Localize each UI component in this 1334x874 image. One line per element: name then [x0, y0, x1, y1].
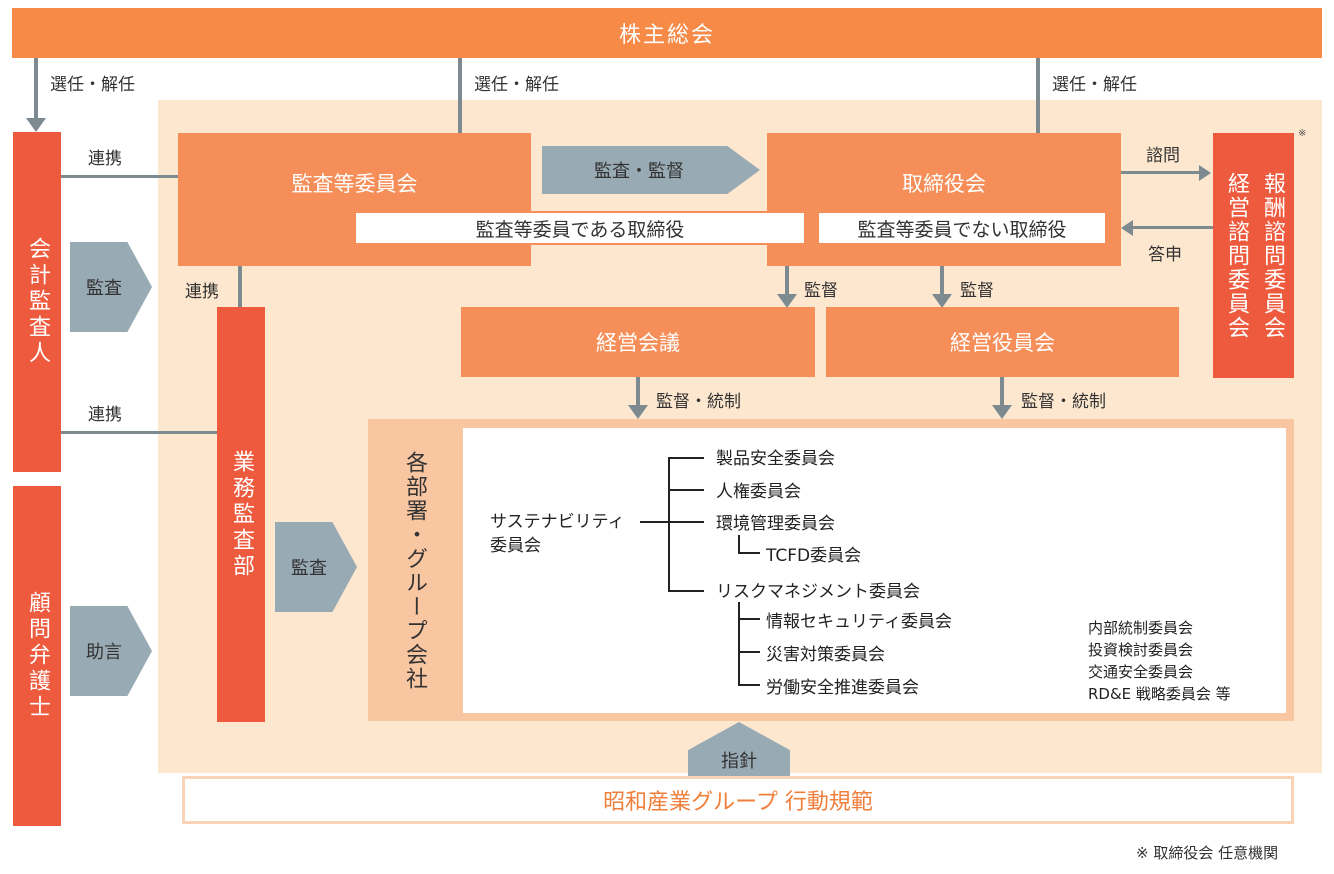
departments-group: 各部署・グループ会社 [370, 430, 458, 712]
elect-label-left: 選任・解任 [50, 75, 135, 95]
committee-internal-control: 内部統制委員会 [1088, 619, 1194, 637]
compensation-committee: 報酬諮問委員会 [1257, 151, 1287, 361]
committee-environment: 環境管理委員会 [716, 514, 835, 534]
committee-tcfd: TCFD委員会 [766, 546, 862, 566]
control-label-1: 監督・統制 [656, 392, 741, 412]
consult-arrowhead [1199, 165, 1211, 181]
committees-panel [463, 428, 1286, 713]
renkei-line-top [61, 175, 179, 178]
reply-arrowhead [1121, 220, 1133, 236]
supervise-arrowhead-1 [777, 294, 797, 308]
other-committees: 内部統制委員会 投資検討委員会 交通安全委員会 RD&E 戦略委員会 等 [1088, 617, 1231, 705]
elect-line-left [34, 58, 38, 124]
control-arrowhead-2 [992, 405, 1012, 419]
sustainability-label-2: 委員会 [490, 536, 541, 556]
legal-advisor: 顧問弁護士 [13, 486, 61, 826]
committee-rde-strategy: RD&E 戦略委員会 等 [1088, 685, 1231, 703]
committee-traffic-safety: 交通安全委員会 [1088, 663, 1194, 681]
non-audit-director-box: 監査等委員でない取締役 [817, 211, 1107, 245]
risk-sub-branch-1 [738, 618, 760, 620]
committee-risk-management: リスクマネジメント委員会 [716, 582, 920, 602]
nomination-label: 経営諮問委員会 [1224, 172, 1249, 340]
committee-human-rights: 人権委員会 [716, 482, 801, 502]
sustainability-label-1: サステナビリティ [490, 512, 625, 532]
code-of-conduct: 昭和産業グループ 行動規範 [182, 776, 1294, 824]
committee-product-safety: 製品安全委員会 [716, 449, 835, 469]
internal-audit-label: 業務監査部 [229, 449, 254, 580]
audit-committee-label: 監査等委員会 [291, 172, 418, 196]
supervise-line-2 [940, 266, 944, 296]
tree-root-connector [640, 521, 670, 523]
legal-advisor-label: 顧問弁護士 [25, 591, 50, 721]
renkei-line-bottom [61, 431, 217, 434]
control-line-1 [636, 377, 640, 407]
elect-line-middle [458, 58, 462, 198]
internal-audit-dept: 業務監査部 [217, 307, 265, 722]
elect-label-right: 選任・解任 [1052, 75, 1137, 95]
elect-line-right [1036, 58, 1040, 198]
consult-label: 諮問 [1146, 146, 1180, 166]
footnote: ※ 取締役会 任意機関 [1136, 844, 1279, 862]
control-line-2 [1000, 377, 1004, 407]
management-meeting: 経営会議 [461, 307, 815, 377]
tree-branch-1 [668, 457, 704, 459]
shareholders-meeting: 株主総会 [12, 8, 1322, 58]
consult-line [1121, 171, 1203, 174]
risk-sub-trunk [738, 602, 740, 686]
control-label-2: 監督・統制 [1021, 392, 1106, 412]
nomination-committee: 経営諮問委員会 [1221, 151, 1251, 361]
tcfd-connector-h [738, 552, 760, 554]
risk-sub-branch-2 [738, 651, 760, 653]
sustainability-committee: サステナビリティ 委員会 [490, 510, 625, 558]
committee-info-security: 情報セキュリティ委員会 [766, 612, 952, 632]
renkei-label-bottom: 連携 [88, 405, 122, 425]
audit-arrow-accounting: 監査 [70, 242, 152, 332]
renkei-line-internal [238, 266, 242, 308]
advice-arrow: 助言 [70, 606, 152, 696]
audit-committee: 監査等委員会 [178, 133, 531, 266]
supervise-label-1: 監督 [804, 281, 838, 301]
officers-meeting: 経営役員会 [826, 307, 1179, 377]
risk-sub-branch-3 [738, 684, 760, 686]
compensation-label: 報酬諮問委員会 [1260, 172, 1285, 340]
supervise-label-2: 監督 [960, 281, 994, 301]
tree-branch-3 [668, 521, 704, 523]
tree-trunk [668, 457, 670, 592]
committee-labor-safety: 労働安全推進委員会 [766, 678, 919, 698]
renkei-label-internal: 連携 [185, 282, 219, 302]
advisory-committees: 報酬諮問委員会 経営諮問委員会 [1213, 133, 1294, 378]
audit-supervise-arrow: 監査・監督 [542, 146, 760, 194]
tcfd-connector-v [738, 535, 740, 554]
note-mark: ※ [1298, 128, 1307, 139]
reply-line [1133, 226, 1213, 229]
renkei-label-top: 連携 [88, 149, 122, 169]
committee-disaster: 災害対策委員会 [766, 645, 885, 665]
accounting-auditor-label: 会計監査人 [25, 237, 50, 367]
tree-branch-5 [668, 590, 704, 592]
reply-label: 答申 [1148, 245, 1182, 265]
elect-arrowhead-left [26, 118, 46, 132]
elect-label-middle: 選任・解任 [474, 75, 559, 95]
tree-branch-2 [668, 489, 704, 491]
departments-label: 各部署・グループ会社 [402, 451, 427, 691]
board-label: 取締役会 [902, 172, 986, 196]
accounting-auditor: 会計監査人 [13, 132, 61, 472]
control-arrowhead-1 [628, 405, 648, 419]
supervise-line-1 [785, 266, 789, 296]
audit-director-box: 監査等委員である取締役 [354, 211, 806, 245]
committee-investment: 投資検討委員会 [1088, 641, 1194, 659]
supervise-arrowhead-2 [932, 294, 952, 308]
board-of-directors: 取締役会 [767, 133, 1121, 266]
